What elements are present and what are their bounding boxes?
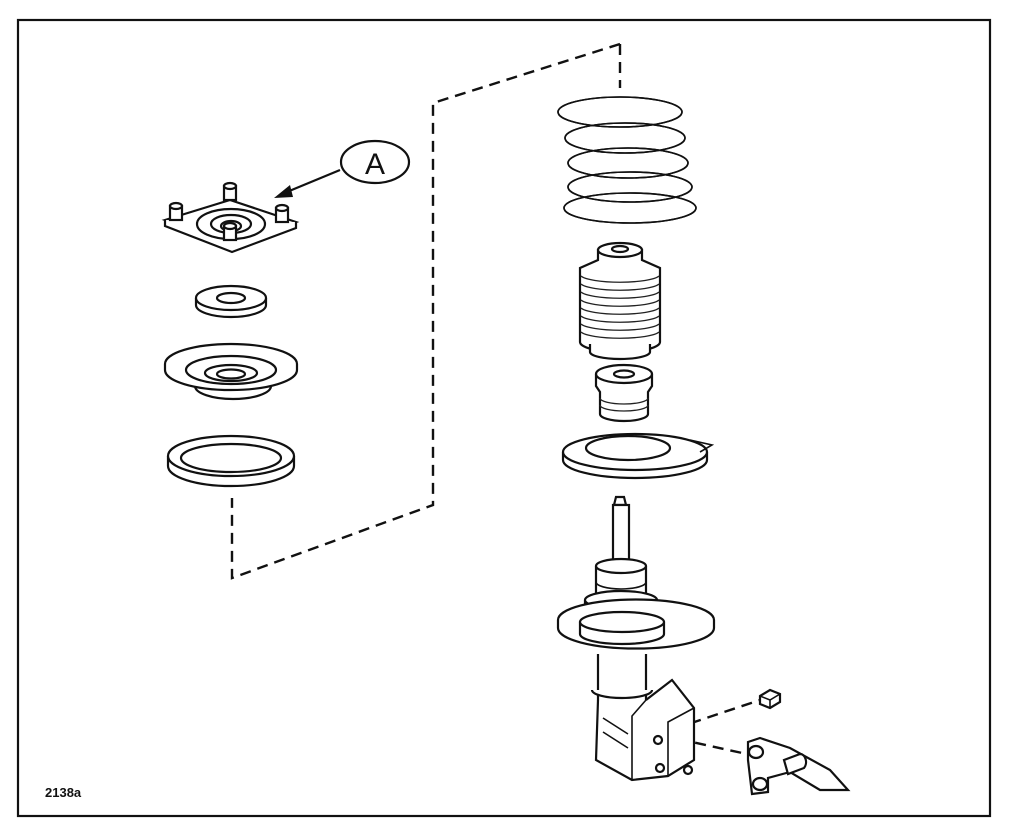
bump-stop (594, 363, 654, 423)
callout-circle (339, 139, 411, 185)
upper-mount-plate (161, 181, 300, 254)
figure-code: 2138a (45, 785, 82, 800)
spring-seat-ring (166, 434, 296, 488)
callout-label: A (365, 148, 385, 181)
shock-absorber (556, 495, 716, 708)
assembly-guide-lines (230, 42, 766, 760)
thrust-washer (194, 284, 268, 319)
bracket-nut-icon (758, 688, 782, 710)
knuckle-bracket (594, 678, 696, 782)
callout-a: A (274, 139, 411, 198)
strut-bearing-cup (163, 342, 299, 401)
lower-spring-seat (561, 432, 715, 480)
coil-spring (557, 96, 697, 224)
arrow-head-icon (274, 185, 293, 198)
diagram-border (16, 18, 992, 818)
stabilizer-link (746, 736, 851, 796)
mount-stud-icon (168, 181, 290, 242)
dust-boot (578, 241, 662, 361)
